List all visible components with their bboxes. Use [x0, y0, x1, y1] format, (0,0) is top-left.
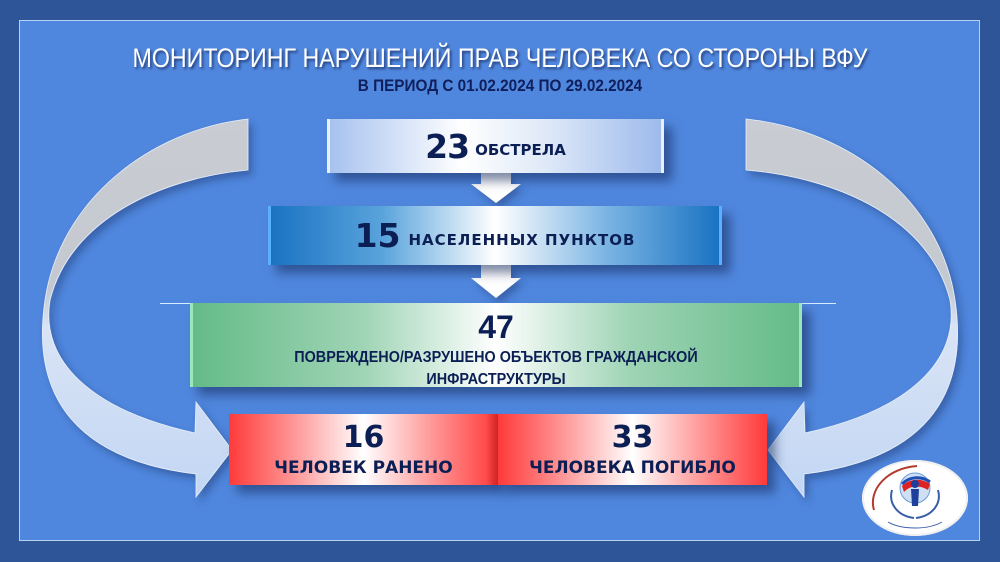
- casualties-divider: [486, 414, 498, 485]
- infrastructure-count: 47: [478, 309, 514, 345]
- page-title: МОНИТОРИНГ НАРУШЕНИЙ ПРАВ ЧЕЛОВЕКА СО СТ…: [132, 43, 868, 73]
- settlements-count-box: 15 НАСЕЛЕННЫХ ПУНКТОВ: [268, 206, 722, 265]
- down-arrow-icon: [471, 173, 521, 203]
- down-arrow-icon: [471, 265, 521, 298]
- wounded-count: 16: [342, 420, 385, 455]
- settlements-label: НАСЕЛЕННЫХ ПУНКТОВ: [408, 230, 636, 249]
- infrastructure-label-line2: ИНФРАСТРУКТУРЫ: [426, 371, 566, 388]
- infrastructure-label-line1: ПОВРЕЖДЕНО/РАЗРУШЕНО ОБЪЕКТОВ ГРАЖДАНСКО…: [294, 349, 698, 366]
- settlements-count: 15: [354, 216, 401, 255]
- killed-label: ЧЕЛОВЕКА ПОГИБЛО: [529, 458, 736, 478]
- killed-count: 33: [611, 420, 654, 455]
- ombudsman-logo-icon: [862, 460, 968, 536]
- curved-arrow-right-icon: [745, 118, 958, 499]
- period-subtitle: В ПЕРИОД С 01.02.2024 ПО 29.02.2024: [357, 76, 643, 95]
- infrastructure-count-box: 47 ПОВРЕЖДЕНО/РАЗРУШЕНО ОБЪЕКТОВ ГРАЖДАН…: [190, 303, 802, 388]
- infrastructure-connector-right: [800, 303, 836, 304]
- shelling-label: ОБСТРЕЛА: [475, 141, 566, 159]
- infrastructure-connector-left: [160, 303, 192, 304]
- wounded-label: ЧЕЛОВЕК РАНЕНО: [274, 458, 453, 478]
- shelling-count-box: 23 ОБСТРЕЛА: [327, 119, 664, 173]
- curved-arrow-left-icon: [42, 118, 249, 499]
- killed-count-box: 33 ЧЕЛОВЕКА ПОГИБЛО: [498, 414, 767, 485]
- shelling-count: 23: [425, 126, 470, 166]
- wounded-count-box: 16 ЧЕЛОВЕК РАНЕНО: [229, 414, 498, 485]
